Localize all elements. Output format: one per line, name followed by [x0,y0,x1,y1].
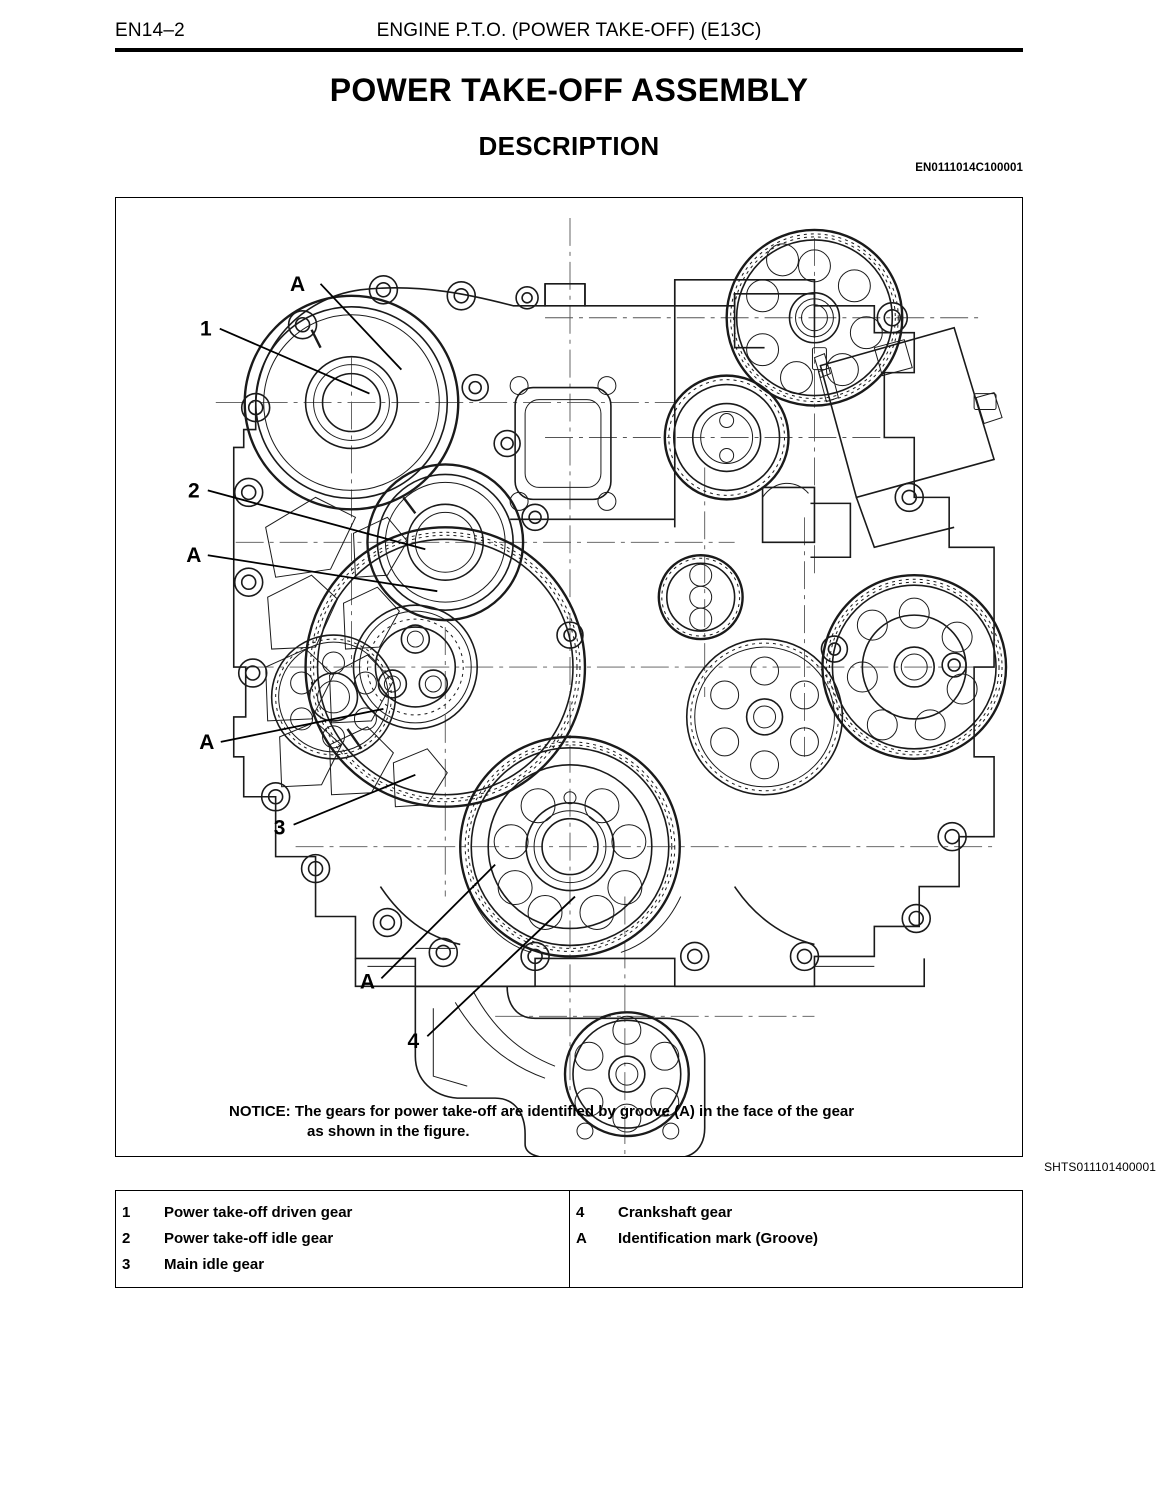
callout-a-1: A [290,273,305,296]
gear-teeth-crankshaft [464,741,676,952]
callout-2: 2 [188,479,200,502]
gear-fuel-pump-drive [663,374,790,501]
tensioner-bracket [761,482,852,559]
header-rule [115,48,1023,52]
callout-4: 4 [408,1030,420,1053]
callout-3: 3 [274,817,286,840]
gear-4-crankshaft [459,735,681,958]
notice-line-2: as shown in the figure. [307,1123,470,1141]
legend-column-left: 1 Power take-off driven gear 2 Power tak… [116,1191,570,1287]
callout-leaders [207,283,576,1037]
accessory-compressor-block [811,326,1003,549]
figure-frame: A 1 2 A A 3 A 4 NOTICE: The gears for po… [115,197,1023,1157]
legend-label: Power take-off driven gear [164,1204,353,1221]
legend-label: Power take-off idle gear [164,1230,334,1247]
oil-pan-rail [354,947,926,988]
table-row: 3 Main idle gear [116,1252,569,1278]
table-row: A Identification mark (Groove) [570,1226,1022,1252]
figure-notice: NOTICE: The gears for power take-off are… [229,1102,959,1142]
legend-key: A [576,1230,587,1247]
legend-key: 3 [122,1256,131,1273]
gear-lower-left-small [270,634,397,760]
gear-middle-small [657,554,744,641]
gear-right-mid [685,638,844,796]
cylinder-block-face [509,279,816,528]
legend-key: 4 [576,1204,585,1221]
centerlines [215,217,995,1156]
pto-assembly-drawing: A 1 2 A A 3 A 4 [186,217,1008,1156]
document-reference-code: EN0111014C100001 [915,162,1023,174]
legend-table: 1 Power take-off driven gear 2 Power tak… [115,1190,1023,1288]
notice-line-1: NOTICE: The gears for power take-off are… [229,1103,855,1121]
callout-a-4: A [360,970,375,993]
legend-key: 1 [122,1204,131,1221]
timing-gear-case-outline [232,279,995,988]
legend-column-right: 4 Crankshaft gear A Identification mark … [570,1191,1022,1287]
page-number: EN14–2 [115,20,185,41]
case-bolt-bosses [233,275,967,972]
table-row: 4 Crankshaft gear [570,1200,1022,1226]
figure-reference-code: SHTS011101400001 [1044,1160,1156,1174]
legend-label: Identification mark (Groove) [618,1230,819,1247]
section-heading: DESCRIPTION [478,131,660,161]
gear-1-power-take-off-driven [243,294,460,511]
gear-top-large [725,228,904,407]
legend-key: 2 [122,1230,131,1247]
oil-pump-gear [563,1011,690,1140]
legend-label: Main idle gear [164,1256,265,1273]
callout-a-3: A [199,731,214,754]
table-row: 2 Power take-off idle gear [116,1226,569,1252]
callout-1: 1 [200,318,212,341]
running-header: EN14–2 ENGINE P.T.O. (POWER TAKE-OFF) (E… [115,20,1023,50]
gear-teeth-top [730,233,899,403]
support-arms [379,886,815,953]
table-row: 1 Power take-off driven gear [116,1200,569,1226]
callout-labels: A 1 2 A A 3 A 4 [186,273,419,1053]
callout-a-2: A [186,544,201,567]
legend-label: Crankshaft gear [618,1204,733,1221]
page-title: POWER TAKE-OFF ASSEMBLY [329,72,809,108]
section-title: ENGINE P.T.O. (POWER TAKE-OFF) (E13C) [376,20,762,41]
